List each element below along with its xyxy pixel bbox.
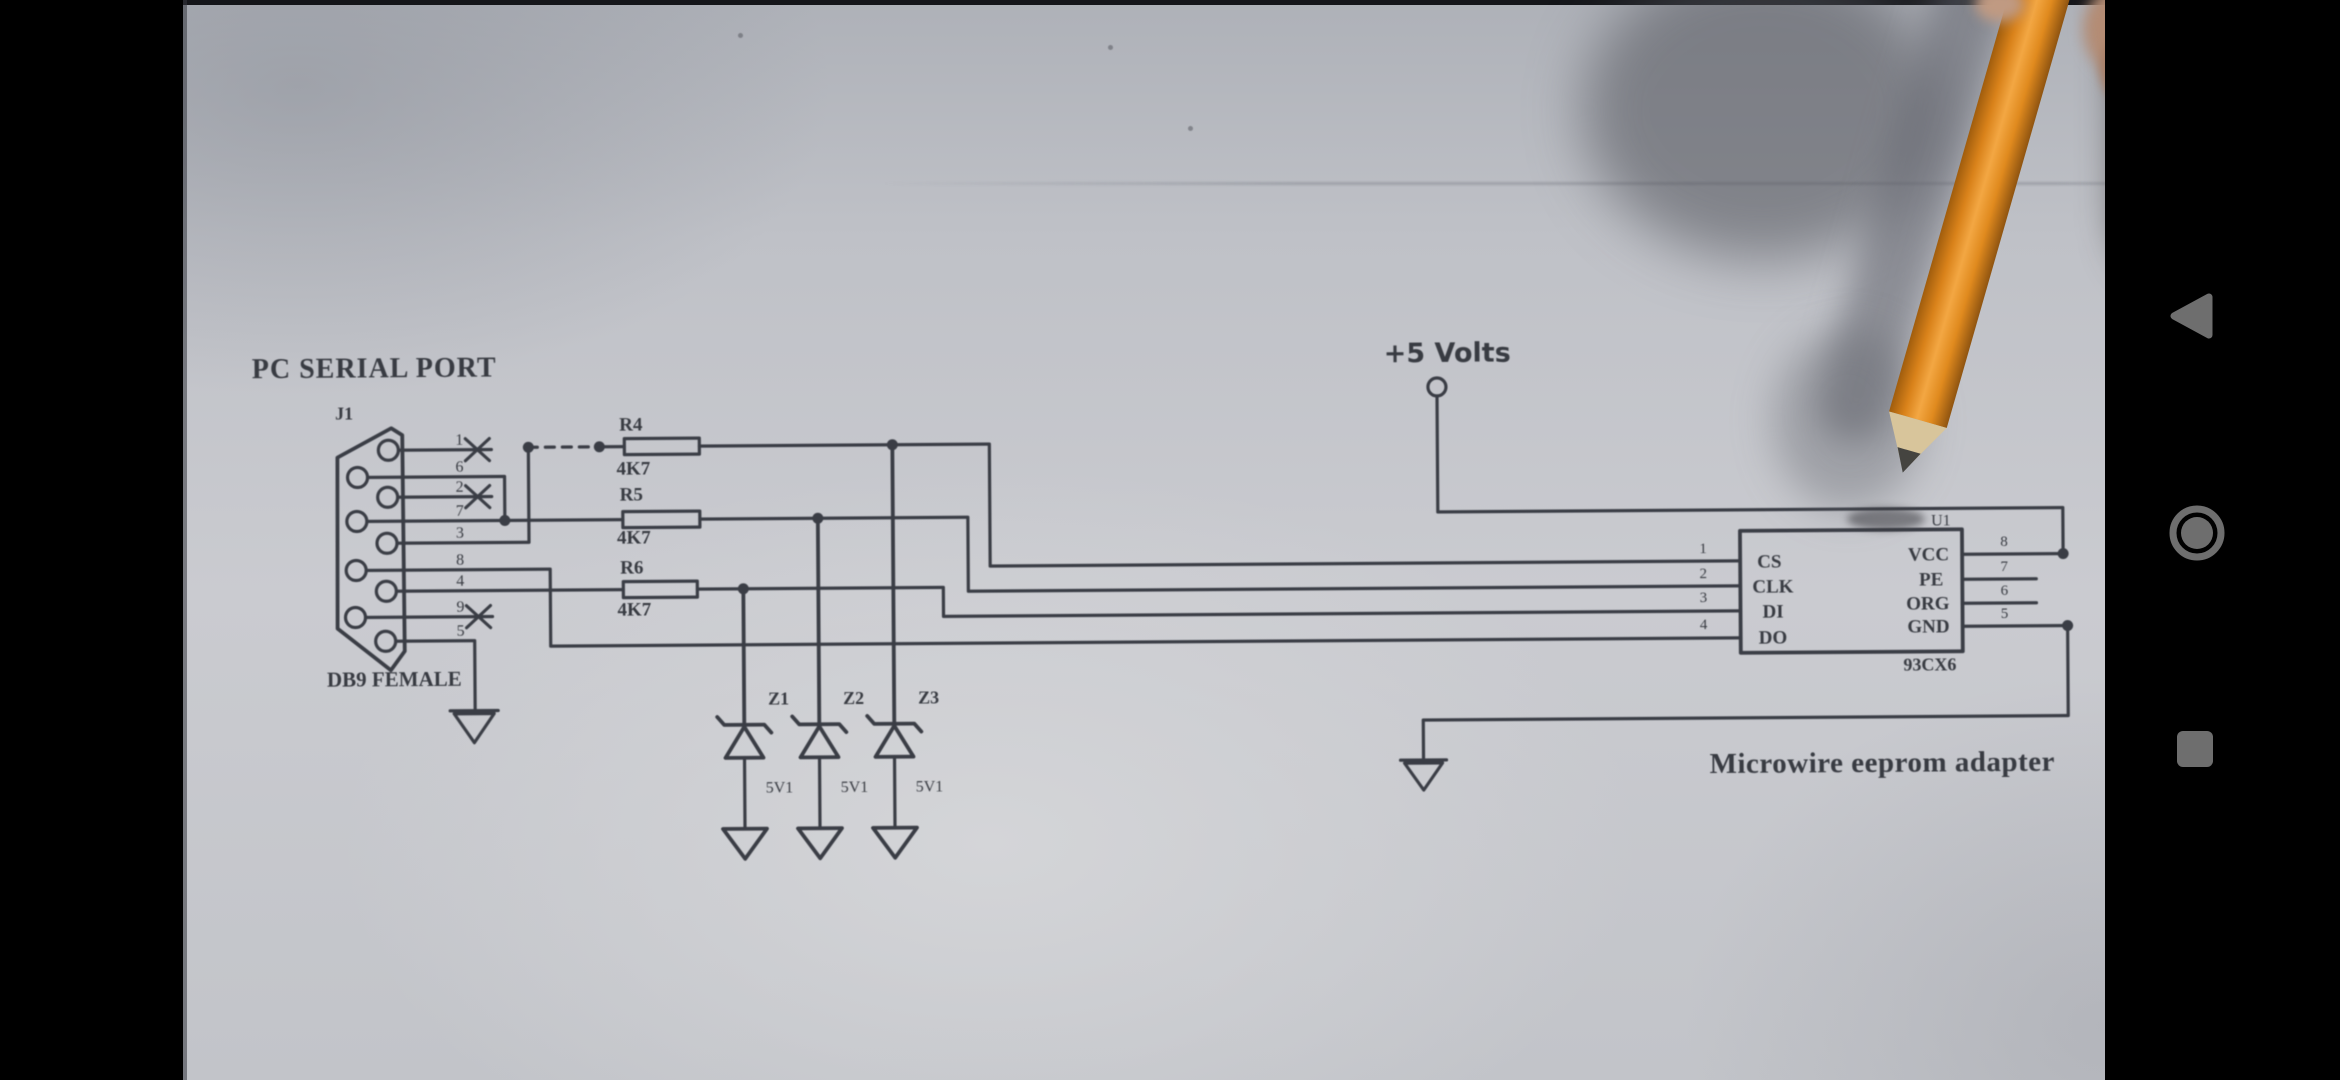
pencil-contact-shadow bbox=[1847, 508, 1925, 530]
zener-value: 5V1 bbox=[916, 778, 944, 795]
resistor-ref: R5 bbox=[620, 484, 643, 505]
db9-pin-label: 4 bbox=[456, 573, 464, 590]
recents-button[interactable] bbox=[2176, 730, 2214, 768]
ic-pin-number: 4 bbox=[1700, 617, 1708, 633]
schematic-caption: Microwire eeprom adapter bbox=[1709, 746, 2055, 780]
ic-pin-number: 8 bbox=[2000, 534, 2008, 550]
ic-body bbox=[1738, 527, 1965, 655]
paper-top-edge bbox=[183, 0, 2105, 5]
paper-speck bbox=[738, 33, 743, 38]
android-nav-bar bbox=[2105, 0, 2340, 1080]
video-frame[interactable]: PC SERIAL PORT Microwire eeprom adapter … bbox=[183, 0, 2105, 1080]
ic-pin-name: DI bbox=[1762, 602, 1783, 623]
paper-left-edge bbox=[183, 0, 187, 1080]
db9-pin-label: 3 bbox=[456, 525, 464, 542]
db9-pin-label: 6 bbox=[455, 459, 463, 476]
zener-z2: Z2 5V1 bbox=[790, 516, 869, 861]
paper-speck bbox=[1188, 126, 1193, 131]
ic-pin-name: VCC bbox=[1908, 544, 1949, 565]
zener-z1: Z1 5V1 bbox=[715, 586, 794, 861]
db9-shell bbox=[335, 426, 407, 673]
ic-part-number: 93CX6 bbox=[1903, 654, 1956, 674]
ic-pin-number: 3 bbox=[1700, 590, 1708, 606]
resistor-value: 4K7 bbox=[617, 527, 651, 548]
ic-pin-number: 2 bbox=[1699, 566, 1707, 582]
ic-designator: U1 bbox=[1931, 512, 1951, 529]
paper-crease bbox=[883, 182, 2105, 185]
paper-speck bbox=[1108, 45, 1113, 50]
db9-wires bbox=[363, 436, 1743, 648]
ic-pin-number: 6 bbox=[2001, 583, 2009, 599]
ic-pin-number: 7 bbox=[2000, 559, 2008, 575]
ic-pin-name: DO bbox=[1759, 628, 1788, 649]
ic-pin-name: GND bbox=[1907, 616, 1949, 637]
back-button[interactable] bbox=[2169, 293, 2213, 339]
resistor-r4: R4 4K7 bbox=[616, 414, 1742, 568]
zener-value: 5V1 bbox=[841, 779, 869, 796]
zener-ref: Z2 bbox=[843, 688, 864, 708]
ic-pin-name: PE bbox=[1919, 569, 1943, 590]
resistor-r6: R6 4K7 bbox=[617, 557, 1743, 621]
db9-pin-label: 8 bbox=[456, 552, 464, 569]
resistor-r5: R5 4K7 bbox=[617, 484, 1742, 593]
db9-connector: J1 1 6 2 7 3 8 4 9 5 DB9 FEMALE bbox=[327, 404, 500, 745]
finger bbox=[1975, 0, 2025, 22]
resistor-value: 4K7 bbox=[617, 599, 651, 620]
resistor-value: 4K7 bbox=[616, 458, 650, 479]
circuit-schematic: PC SERIAL PORT Microwire eeprom adapter … bbox=[252, 337, 2074, 861]
db9-ground-symbol bbox=[394, 639, 500, 745]
zener-z3: Z3 5V1 bbox=[865, 442, 944, 860]
ic-pin-name: ORG bbox=[1906, 593, 1950, 614]
home-circle-icon bbox=[2169, 505, 2225, 561]
zener-value: 5V1 bbox=[766, 779, 794, 796]
resistor-ref: R6 bbox=[620, 557, 643, 578]
back-triangle-icon bbox=[2170, 293, 2213, 339]
resistor-ref: R4 bbox=[619, 414, 643, 435]
recents-square-icon bbox=[2177, 731, 2213, 767]
home-button[interactable] bbox=[2169, 505, 2225, 561]
pencil-tip-shadow bbox=[1773, 330, 1923, 510]
zener-ref: Z1 bbox=[768, 688, 789, 708]
ic-pin-number: 1 bbox=[1699, 541, 1707, 557]
ic-pin-name: CLK bbox=[1752, 576, 1794, 597]
power-supply-node: +5 Volts bbox=[1384, 337, 2069, 560]
ic-pin-name: CS bbox=[1757, 552, 1781, 573]
db9-pin-label: 1 bbox=[455, 432, 463, 449]
zener-ref: Z3 bbox=[918, 687, 939, 707]
db9-pin-label: 7 bbox=[456, 503, 464, 520]
ic-pin-number: 5 bbox=[2001, 606, 2009, 622]
connector-type-label: DB9 FEMALE bbox=[327, 667, 462, 692]
connector-designator: J1 bbox=[335, 404, 353, 424]
power-label: +5 Volts bbox=[1384, 337, 1511, 369]
db9-pin-label: 9 bbox=[456, 599, 464, 616]
db9-pin-label: 2 bbox=[456, 479, 464, 496]
schematic-title: PC SERIAL PORT bbox=[252, 353, 497, 386]
eeprom-ic: U1 93CX6 CS CLK DI DO VCC PE ORG GND 1 2… bbox=[1398, 512, 2074, 792]
db9-pin-label: 5 bbox=[457, 623, 465, 640]
